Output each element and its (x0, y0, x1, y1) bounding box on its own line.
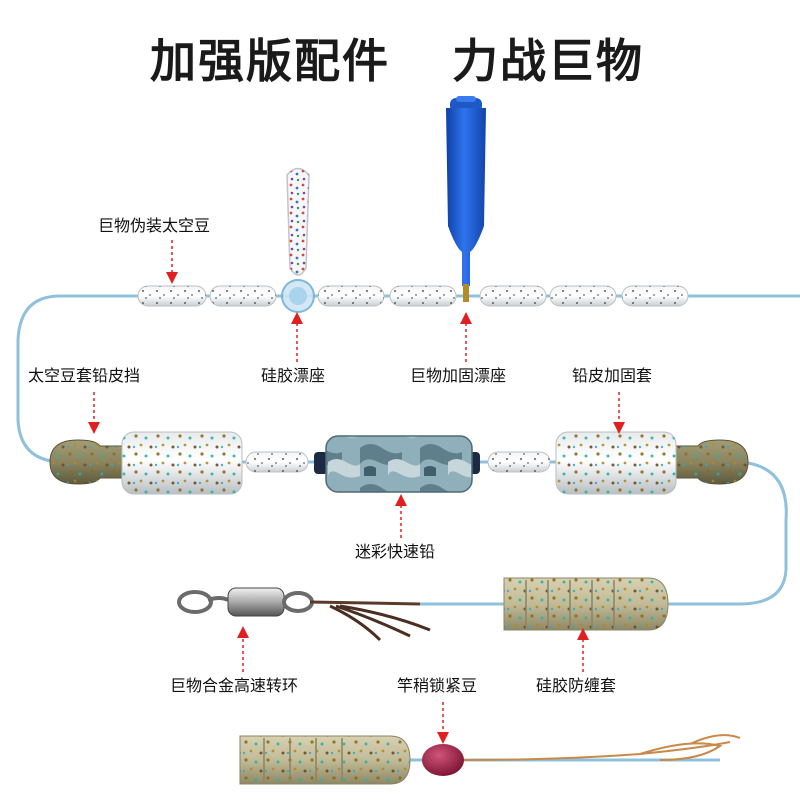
anti-tangle-sleeve (503, 577, 669, 631)
lead-stopper-right (675, 439, 749, 485)
label-camo-quick-lead: 迷彩快速铅 (355, 542, 436, 561)
lead-stopper-left (49, 439, 123, 485)
label-alloy-swivel: 巨物合金高速转环 (170, 676, 299, 695)
title-enhanced-accessories: 加强版配件 (150, 34, 390, 88)
lead-reinforce-sleeve-left (121, 431, 243, 495)
lead-reinforce-sleeve-right (555, 431, 677, 495)
alloy-swivel (177, 587, 431, 642)
rod-tip-lock-bean (422, 744, 464, 776)
camo-quick-lead (314, 435, 480, 493)
mid-space-beans (245, 451, 551, 473)
braided-cord (463, 734, 741, 761)
label-lead-reinforce-sleeve: 铅皮加固套 (572, 366, 653, 385)
bottom-sleeve (239, 735, 411, 785)
title-fight-giants: 力战巨物 (452, 34, 644, 88)
label-bean-lead-stopper: 太空豆套铅皮挡 (28, 366, 141, 385)
label-arrows (88, 240, 625, 744)
label-reinforced-float-seat: 巨物加固漂座 (410, 366, 507, 385)
label-space-beans: 巨物伪装太空豆 (98, 216, 211, 235)
space-bean-row (137, 285, 689, 307)
silicone-float-seat (281, 167, 315, 313)
label-anti-tangle-sleeve: 硅胶防缠套 (536, 676, 617, 695)
label-rod-tip-lock-bean: 竿稍锁紧豆 (397, 676, 478, 695)
label-silicone-float-seat: 硅胶漂座 (261, 366, 326, 385)
reinforced-float-seat (446, 96, 486, 302)
